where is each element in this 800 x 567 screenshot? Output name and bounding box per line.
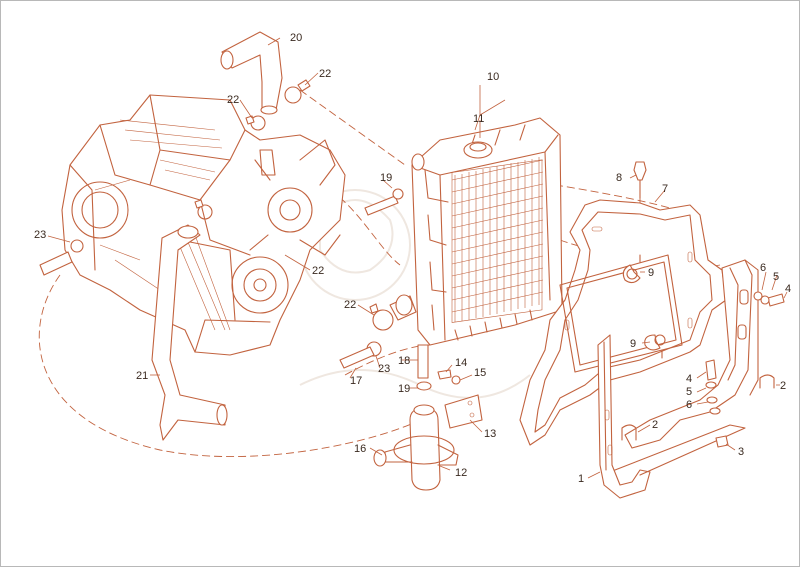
bracket-right xyxy=(624,259,759,449)
radiator-core-grid xyxy=(451,157,544,322)
hose-clamps xyxy=(194,79,394,357)
callout-2-right: 2 xyxy=(780,380,786,392)
tank-hose-18 xyxy=(416,344,432,391)
callout-9-upper: 9 xyxy=(648,267,654,279)
callout-5-lower: 5 xyxy=(686,386,692,398)
bracket-left xyxy=(597,334,746,499)
callout-16: 16 xyxy=(354,443,366,455)
callout-6-upper: 6 xyxy=(760,262,766,274)
callout-20: 20 xyxy=(290,32,302,44)
radiator xyxy=(411,117,563,346)
hose-upper xyxy=(220,31,283,115)
callout-13: 13 xyxy=(484,428,496,440)
nut-3 xyxy=(715,435,729,448)
radiator-outlet-pipe xyxy=(389,294,417,321)
callout-7: 7 xyxy=(662,183,668,195)
callout-23-left: 23 xyxy=(34,229,46,241)
callout-4-lower: 4 xyxy=(686,373,692,385)
clips-9 xyxy=(622,254,666,359)
callout-14: 14 xyxy=(455,357,467,369)
callout-11: 11 xyxy=(473,113,484,125)
callout-18: 18 xyxy=(398,355,410,367)
hose-lower xyxy=(151,224,228,441)
callout-22-top: 22 xyxy=(319,68,331,80)
callout-17: 17 xyxy=(350,375,362,387)
callout-6-lower: 6 xyxy=(686,399,692,411)
pipe-17 xyxy=(339,346,375,369)
callout-1: 1 xyxy=(578,473,584,485)
drain-plug xyxy=(39,239,84,276)
clip-8 xyxy=(633,161,647,199)
callout-22-mid: 22 xyxy=(227,94,239,106)
callout-8: 8 xyxy=(616,172,622,184)
callout-21: 21 xyxy=(136,370,148,382)
callout-2-lower: 2 xyxy=(652,419,658,431)
callout-22-right: 22 xyxy=(312,265,324,277)
leader-lines xyxy=(47,37,788,479)
bolt-14-nut-15 xyxy=(437,369,461,385)
radiator-cap xyxy=(463,141,493,159)
engine-block xyxy=(61,94,346,356)
fasteners-4-5-6 xyxy=(705,291,785,415)
pipe-19-upper xyxy=(364,188,404,216)
u-clips-2 xyxy=(621,374,775,441)
callout-19-upper: 19 xyxy=(380,172,392,184)
callout-15: 15 xyxy=(474,367,486,379)
callout-19-lower: 19 xyxy=(398,383,410,395)
callout-22-lower: 22 xyxy=(344,299,356,311)
reserve-tank xyxy=(373,404,459,491)
callout-9-lower: 9 xyxy=(630,338,636,350)
callout-23-lower: 23 xyxy=(378,363,390,375)
shroud-gasket xyxy=(519,199,727,446)
callout-3: 3 xyxy=(738,446,744,458)
callout-12: 12 xyxy=(455,467,467,479)
callout-4-upper: 4 xyxy=(785,283,791,295)
callout-10: 10 xyxy=(487,71,499,83)
callout-labels: 20 22 22 10 11 19 23 22 22 23 17 18 14 1… xyxy=(34,32,791,485)
callout-5-upper: 5 xyxy=(773,271,779,283)
tank-bracket-13 xyxy=(444,394,483,429)
